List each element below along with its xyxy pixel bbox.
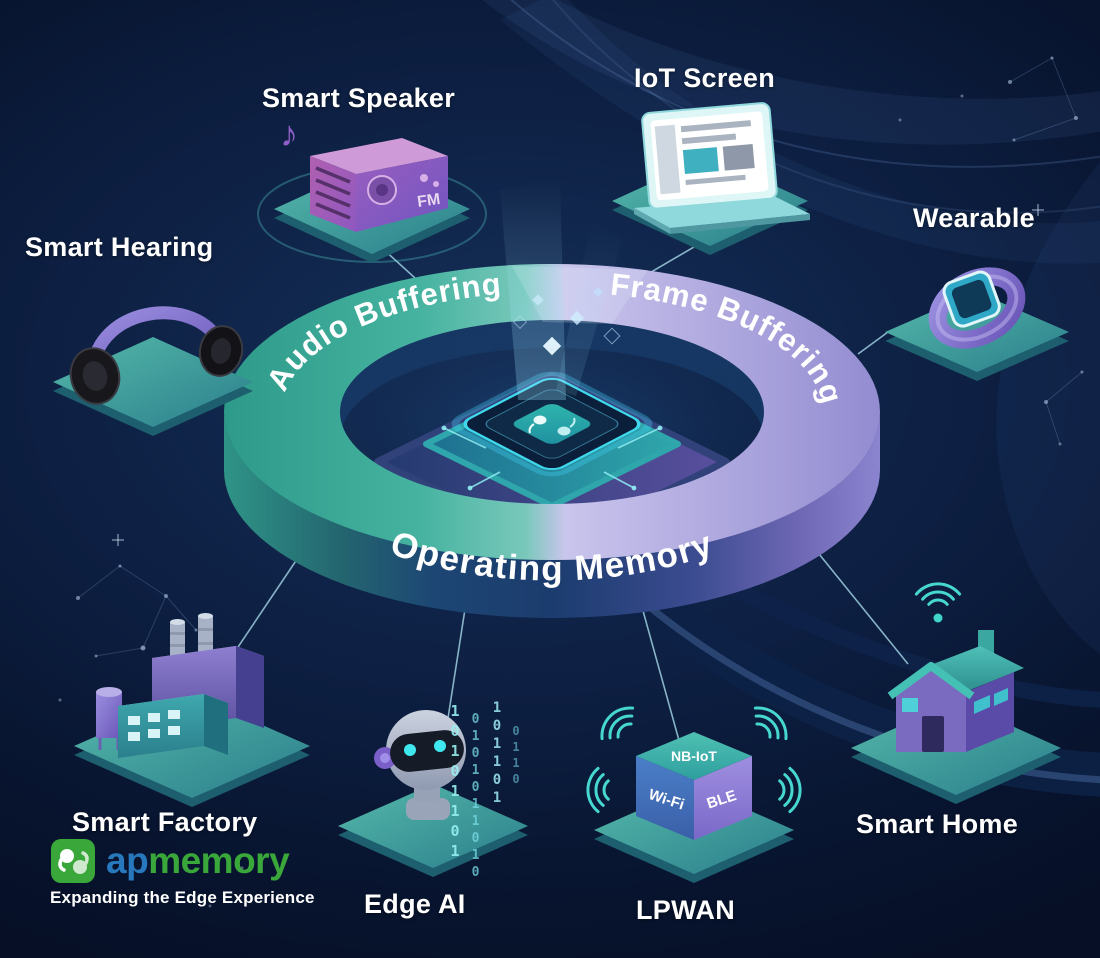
headphones-icon bbox=[69, 306, 244, 405]
lpwan-icon: NB-IoT Wi-Fi BLE bbox=[586, 699, 802, 883]
smart-hearing-icon bbox=[53, 306, 253, 436]
connectivity-cube-icon: NB-IoT Wi-Fi BLE bbox=[586, 699, 802, 840]
signal-waves-icon bbox=[586, 766, 610, 814]
wearable-label: Wearable bbox=[913, 203, 1035, 233]
signal-waves-icon bbox=[746, 699, 795, 748]
chip-icon bbox=[451, 371, 653, 477]
signal-waves-icon bbox=[593, 699, 642, 748]
binary-stream: 10101101 bbox=[446, 702, 464, 862]
smart-factory-icon bbox=[74, 613, 310, 807]
binary-stream: 0101011010 bbox=[468, 712, 483, 882]
music-note-icon: ♪ bbox=[280, 113, 298, 154]
smart-factory-label: Smart Factory bbox=[72, 807, 258, 837]
smart-hearing-label: Smart Hearing bbox=[25, 232, 214, 262]
apmemory-logo-mark bbox=[51, 839, 95, 883]
signal-waves-icon bbox=[778, 766, 802, 814]
smartwatch-icon bbox=[928, 267, 1026, 349]
brand-tagline: Expanding the Edge Experience bbox=[50, 888, 315, 907]
iot-screen-icon bbox=[612, 102, 810, 255]
fm-badge: FM bbox=[416, 191, 441, 211]
factory-icon bbox=[96, 613, 264, 758]
edge-ai-label: Edge AI bbox=[364, 889, 466, 919]
robot-head-icon bbox=[374, 710, 466, 820]
binary-stream: 0110 bbox=[509, 724, 523, 788]
platform bbox=[338, 784, 528, 868]
cube-face-top: NB-IoT bbox=[671, 748, 717, 764]
edge-ai-icon bbox=[338, 710, 528, 877]
wifi-icon bbox=[914, 582, 962, 623]
chip-logo-dots bbox=[528, 415, 576, 436]
wearable-icon bbox=[885, 267, 1069, 381]
constellation bbox=[58, 56, 1084, 908]
binary-stream: 101101 bbox=[489, 700, 505, 808]
brand-name: apmemory bbox=[106, 840, 290, 882]
brand-ap: ap bbox=[106, 840, 149, 881]
smart-home-label: Smart Home bbox=[856, 809, 1019, 839]
smart-home-icon bbox=[851, 582, 1061, 804]
apmemory-logo: apmemory Expanding the Edge Experience bbox=[50, 838, 370, 908]
brand-memory: memory bbox=[148, 840, 290, 881]
lpwan-label: LPWAN bbox=[636, 895, 735, 925]
smart-speaker-label: Smart Speaker bbox=[262, 83, 456, 113]
house-icon bbox=[887, 630, 1024, 752]
light-beam bbox=[500, 178, 622, 400]
screen-device-icon bbox=[634, 102, 810, 234]
fm-radio-icon: FM ♪ bbox=[280, 113, 448, 232]
iot-screen-label: IoT Screen bbox=[634, 63, 776, 93]
smart-speaker-icon: FM ♪ bbox=[257, 113, 487, 263]
